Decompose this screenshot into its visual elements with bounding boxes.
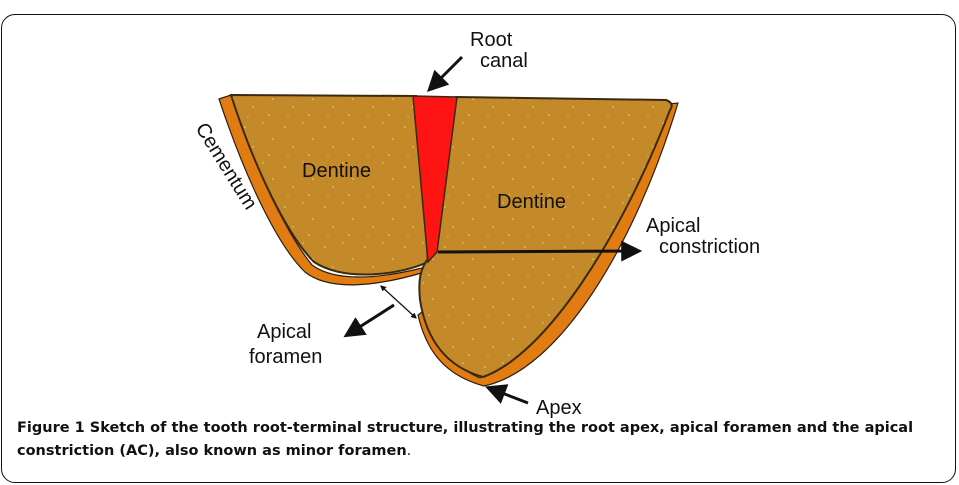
root-canal-arrow xyxy=(430,57,462,89)
apical-foramen-arrow xyxy=(347,305,394,335)
caption-tail: . xyxy=(407,443,412,459)
apical-constriction-label-line2: constriction xyxy=(659,236,760,258)
apical-foramen-label-line1: Apical xyxy=(257,321,311,343)
apical-foramen-label-line2: foramen xyxy=(249,346,322,368)
apical-constriction-label-line1: Apical xyxy=(646,215,700,237)
apical-constriction-arrow xyxy=(438,251,638,252)
foramen-width-arrow xyxy=(381,286,416,318)
caption-text: Sketch of the tooth root-terminal struct… xyxy=(17,420,913,459)
caption-lead: Figure 1 xyxy=(17,420,85,436)
apex-arrow xyxy=(489,388,528,403)
figure-caption: Figure 1 Sketch of the tooth root-termin… xyxy=(17,417,952,463)
root-canal-label-line2: canal xyxy=(480,50,528,72)
dentine-left-label: Dentine xyxy=(302,160,371,182)
apex-label: Apex xyxy=(536,397,582,419)
root-canal-label-line1: Root xyxy=(470,29,513,51)
dentine-right-label: Dentine xyxy=(497,191,566,213)
